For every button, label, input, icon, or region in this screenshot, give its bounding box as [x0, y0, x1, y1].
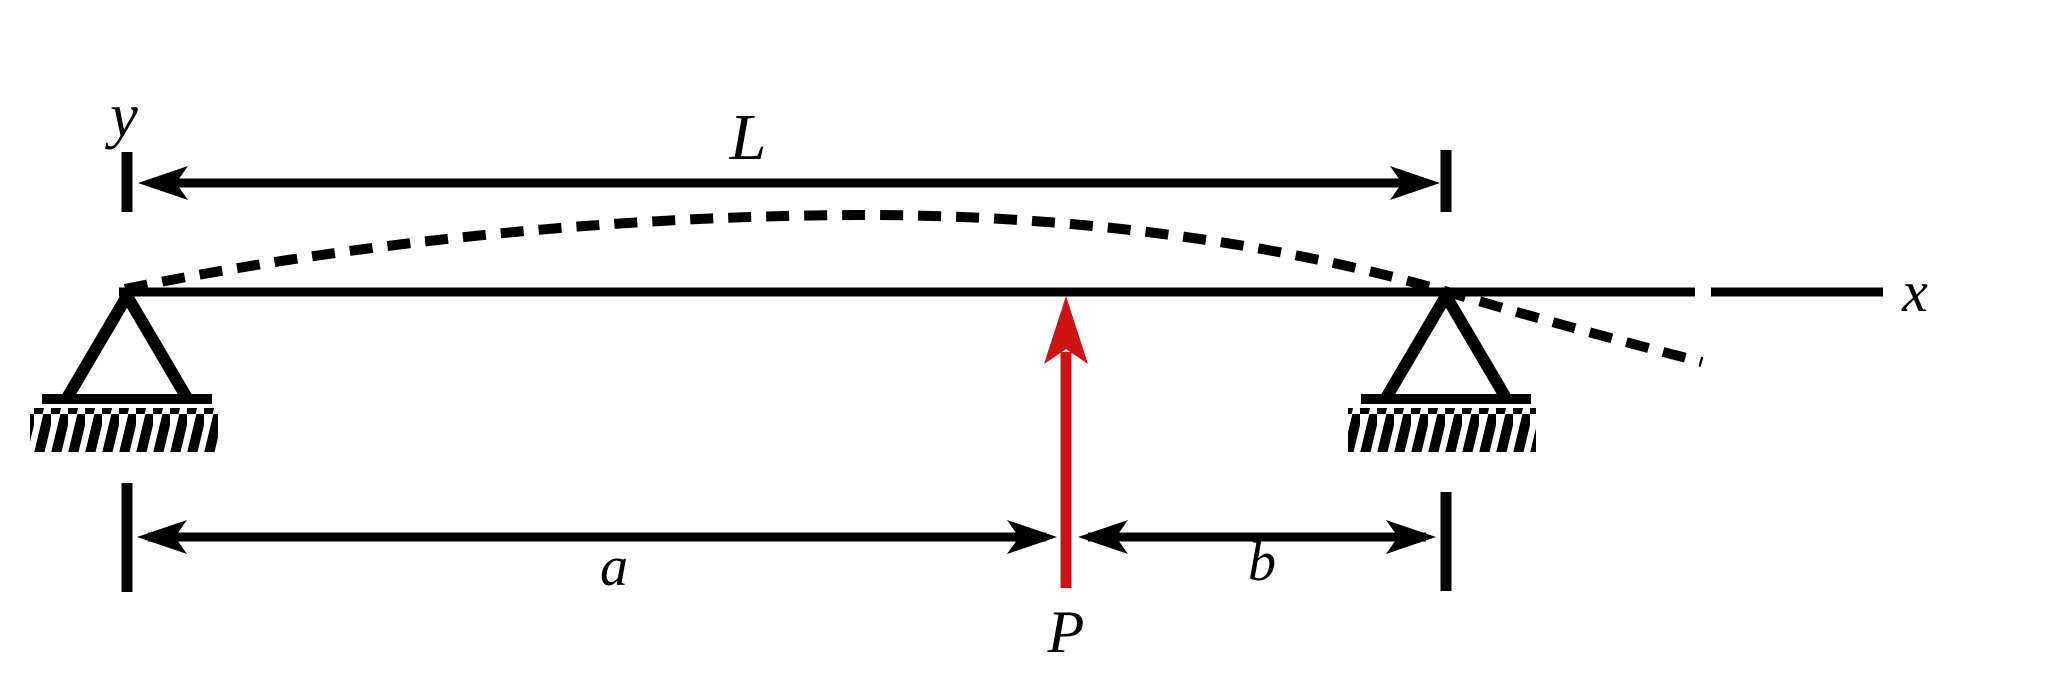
dimension-b-left-arrowhead-icon	[1078, 520, 1128, 554]
y-axis-label: y	[104, 82, 138, 150]
left-support-triangle	[61, 292, 193, 402]
left-pin-support	[30, 292, 218, 452]
right-support-hatching	[1348, 408, 1536, 452]
dimension-b-label: b	[1248, 531, 1276, 593]
dimension-b: b	[1078, 520, 1436, 593]
span-label: L	[729, 101, 767, 174]
dimension-b-right-arrowhead-icon	[1386, 520, 1436, 554]
dimension-a-label: a	[600, 536, 628, 598]
lower-dimensions: a b	[121, 483, 1452, 598]
dimension-a: a	[137, 520, 1057, 598]
x-axis-label: x	[1901, 259, 1928, 324]
span-left-arrowhead-icon	[138, 166, 188, 200]
load-label: P	[1047, 599, 1085, 665]
dimension-a-right-arrowhead-icon	[1007, 520, 1057, 554]
dimension-a-left-arrowhead-icon	[137, 520, 187, 554]
span-dimension: L	[121, 101, 1452, 212]
deflection-curve	[123, 209, 1704, 367]
load-arrowhead-icon	[1044, 296, 1088, 364]
point-load: P	[1044, 296, 1088, 665]
right-pin-support	[1348, 292, 1536, 452]
right-support-triangle	[1380, 292, 1512, 402]
span-right-arrowhead-icon	[1390, 166, 1440, 200]
left-support-hatching	[30, 408, 218, 452]
